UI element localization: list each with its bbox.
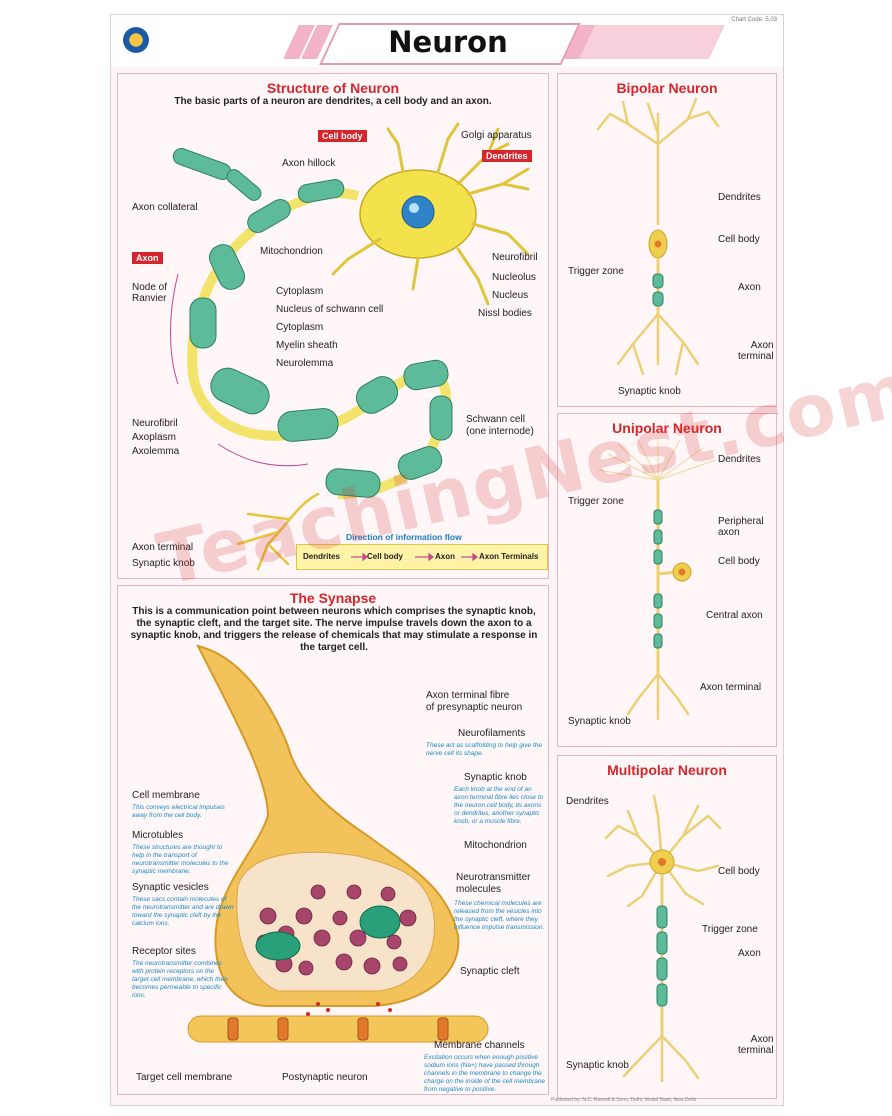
multipolar-synaptic-knob: Synaptic knob [566,1060,629,1071]
bipolar-synaptic-knob: Synaptic knob [618,386,681,397]
multipolar-title: Multipolar Neuron [607,762,727,778]
unipolar-synaptic-knob: Synaptic knob [568,716,631,727]
mitochondrion-shape [255,931,301,961]
label-membrane-channels: Membrane channels [434,1040,525,1051]
label-synaptic-knob: Synaptic knob [132,558,195,569]
note-cell-membrane: This conveys electrical impulses away fr… [132,804,225,819]
bipolar-trigger-zone: Trigger zone [568,266,624,277]
unipolar-diagram [597,438,717,721]
label-synaptic-knob: Synaptic knob [464,772,527,783]
label-postsynaptic: Postynaptic neuron [282,1072,368,1083]
multipolar-axon: Axon [738,948,761,959]
label-axon-collateral: Axon collateral [132,202,198,213]
neuron-diagram [170,122,530,571]
label-mitochondrion: Mitochondrion [260,246,323,257]
multipolar-dendrites: Dendrites [566,796,609,807]
bipolar-cell-body: Cell body [718,234,760,245]
structure-subtitle: The basic parts of a neuron are dendrite… [174,96,492,107]
tag-axon: Axon [132,252,163,264]
unipolar-central-axon: Central axon [706,610,763,621]
bipolar-dendrites: Dendrites [718,192,761,203]
label-node-ranvier: Node of Ranvier [132,282,168,304]
multipolar-diagram [604,794,722,1083]
label-axolemma: Axolemma [132,446,180,457]
label-neurofibril-right: Neurofibril [492,252,538,263]
label-myelin: Myelin sheath [276,340,338,351]
label-neurotransmitter: Neurotransmitter molecules [456,872,531,895]
publisher-logo-icon [123,27,149,53]
label-schwann-cell: Schwann cell (one internode) [466,414,534,437]
synapse-intro: This is a communication point between ne… [130,606,538,653]
structure-title: Structure of Neuron [266,80,400,96]
unipolar-title: Unipolar Neuron [612,420,722,436]
nucleus [401,195,435,229]
chart-code: Chart Code: 5.03 [731,17,777,23]
page-title: Neuron [388,25,508,59]
flow-step: Dendrites [303,552,340,561]
multipolar-panel: Multipolar Neuron Dendrites Cell body Tr… [557,755,777,1099]
label-microtubles: Microtubles [132,830,184,841]
flow-step: Cell body [367,552,404,561]
bipolar-title: Bipolar Neuron [616,80,718,96]
note-neurofilaments: These act as scaffolding to help give th… [426,742,542,757]
bipolar-panel: Bipolar Neuron Dendrites Cell body Trigg… [557,73,777,407]
label-golgi: Golgi apparatus [461,130,532,141]
label-nucleus: Nucleus [492,290,529,301]
unipolar-panel: Unipolar Neuron Dendrites Trigger zone P… [557,413,777,747]
flow-box: Dendrites Cell body Axon Axon Terminals [296,544,548,570]
label-cell-membrane: Cell membrane [132,790,200,801]
synapse-panel: The Synapse This is a communication poin… [117,585,549,1095]
label-cytoplasm-1: Cytoplasm [276,286,324,297]
synapse-title: The Synapse [289,590,377,606]
multipolar-cell-body: Cell body [718,866,760,877]
note-membrane-channels: Excitation occurs when enough positive s… [424,1054,546,1093]
bipolar-axon-terminal: Axon terminal [738,340,774,362]
label-neurofilaments: Neurofilaments [458,728,526,739]
bipolar-diagram [596,97,720,376]
flow-arrows [351,552,478,562]
label-neurofibril-left: Neurofibril [132,418,178,429]
flow-step: Axon [435,552,455,561]
unipolar-dendrites: Dendrites [718,454,761,465]
label-schwann-nucleus: Nucleus of schwann cell [276,304,384,315]
label-receptor: Receptor sites [132,946,196,957]
label-vesicles: Synaptic vesicles [132,882,209,893]
flow-title: Direction of information flow [346,532,462,542]
tag-cell-body: Cell body [318,130,367,142]
unipolar-peripheral-axon: Peripheral axon [718,516,764,538]
publisher-credit: Published by: N.C. Rasvoll & Sons, Delhi… [551,1097,697,1103]
header: Neuron Chart Code: 5.03 [111,15,783,67]
note-neurotransmitter: These chemical molecules are released fr… [454,900,545,931]
unipolar-cell-body: Cell body [718,556,760,567]
note-synaptic-knob: Each knob at the end of an axon terminal… [454,786,544,825]
label-target-membrane: Target cell membrane [136,1072,233,1083]
multipolar-trigger-zone: Trigger zone [702,924,758,935]
label-nucleolus: Nucleolus [492,272,536,283]
note-receptor: The neurotransmitter combines with prote… [132,960,228,999]
structure-panel: Structure of Neuron The basic parts of a… [117,73,549,579]
bipolar-axon: Axon [738,282,761,293]
label-nissl: Nissl bodies [478,308,532,319]
label-axon-fibre: Axon terminal fibre of presynaptic neuro… [426,690,523,713]
multipolar-axon-terminal: Axon terminal [738,1034,774,1056]
note-vesicles: These sacs contain molecules of the neur… [132,896,234,927]
label-cytoplasm-2: Cytoplasm [276,322,324,333]
label-axoplasm: Axoplasm [132,432,176,443]
synapse-diagram [187,644,489,1043]
target-membrane-shape [187,1015,489,1043]
label-neurolemma: Neurolemma [276,358,334,369]
poster: Neuron Chart Code: 5.03 Structure of Neu… [110,14,784,1106]
tag-dendrites: Dendrites [482,150,532,162]
flow-step: Axon Terminals [479,552,539,561]
unipolar-axon-terminal: Axon terminal [700,682,762,693]
label-axon-hillock: Axon hillock [282,158,336,169]
label-mitochondrion: Mitochondrion [464,840,527,851]
label-axon-terminal: Axon terminal [132,542,194,553]
label-synaptic-cleft: Synaptic cleft [460,966,520,977]
note-microtubles: These structures are thought to help in … [132,844,229,875]
unipolar-trigger-zone: Trigger zone [568,496,624,507]
